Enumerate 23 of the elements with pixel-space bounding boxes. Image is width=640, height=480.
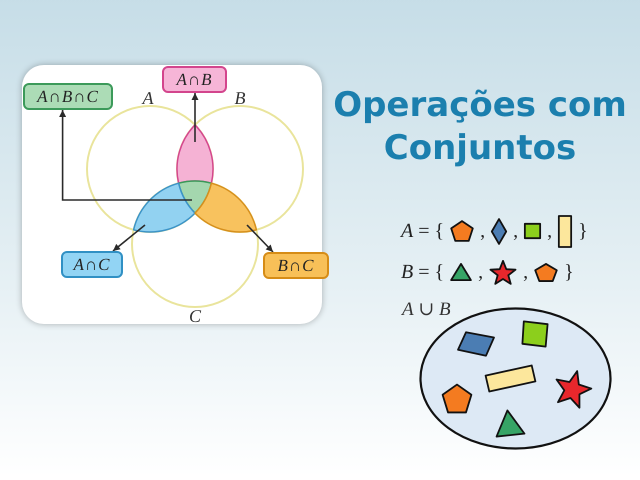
closing-brace: } [564,261,574,283]
intersection-label: A∩B∩C [23,83,113,110]
intersection-label: B∩C [263,252,329,279]
slide-title: Operações com Conjuntos [332,84,628,170]
lens-region [194,182,258,233]
lens-region [176,124,214,184]
set-name: A ∪ B [402,301,451,319]
comma: , [523,261,528,283]
set-name: B [234,89,246,107]
set-name: A [142,89,154,107]
intersection-label: A∩C [61,251,123,278]
set-name: C [189,307,201,325]
leader-arrow [59,110,192,201]
comma: , [480,220,486,242]
intersection-label: A∩B [162,66,227,93]
comma: , [547,220,552,242]
set-notation: A = { [401,220,444,242]
lens-region [132,182,196,233]
comma: , [478,261,484,283]
closing-brace: } [578,220,588,242]
leader-arrow [246,224,274,253]
comma: , [513,220,518,242]
set-notation: B = { [401,261,444,283]
